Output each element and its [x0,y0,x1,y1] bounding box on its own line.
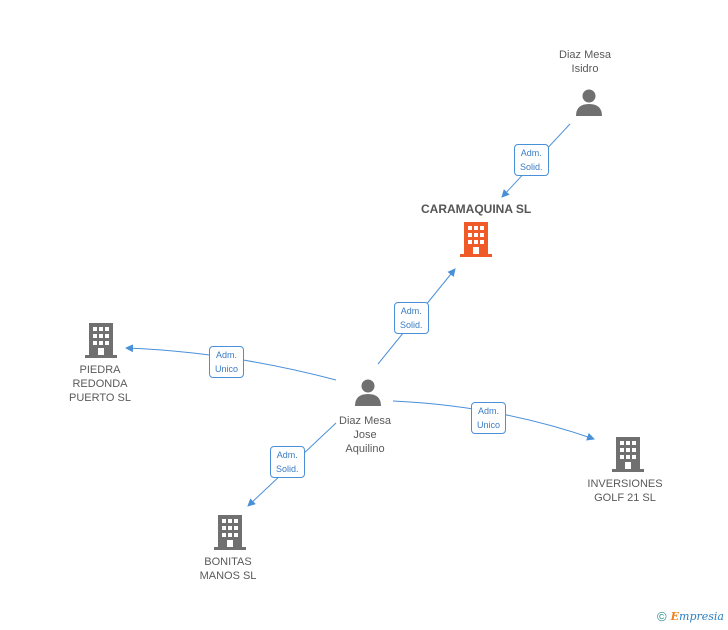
node-label-line: MANOS SL [199,570,257,582]
node-label-jose[interactable]: Diaz Mesa Jose Aquilino [320,414,410,456]
edge-label-line: Solid. [276,464,299,474]
focus-company-label[interactable]: CARAMAQUINA SL [421,202,532,216]
node-label-isidro[interactable]: Diaz Mesa Isidro [540,48,630,76]
node-label-piedra[interactable]: PIEDRA REDONDA PUERTO SL [55,363,145,405]
brand-logo: Empresia [671,610,724,623]
node-label-line: Aquilino [345,443,385,455]
edge-label-line: Solid. [520,162,543,172]
brand-rest: mpresia [679,610,724,623]
node-label-bonitas[interactable]: BONITAS MANOS SL [183,555,273,583]
brand-initial: E [670,610,680,623]
building-icon [85,323,117,358]
person-icon [355,379,381,406]
edge-label-line: Adm. [478,406,500,416]
node-label-line: INVERSIONES [587,478,663,490]
edge-label-line: Adm. [216,350,238,360]
node-label-line: Diaz Mesa [559,49,611,61]
node-label-line: Diaz Mesa [339,415,391,427]
node-label-inversiones[interactable]: INVERSIONES GOLF 21 SL [580,477,670,505]
edge-label-line: Unico [477,420,501,430]
edge-label-jose-bonitas: Adm. Solid. [270,446,305,478]
node-label-line: PUERTO SL [69,392,131,404]
building-icon [612,437,644,472]
node-label-line: Isidro [571,63,599,75]
edge-label-line: Solid. [400,320,423,330]
footer-brand[interactable]: © Empresia [657,609,724,624]
edge-label-jose-caramaquina: Adm. Solid. [394,302,429,334]
building-icon [214,515,246,550]
edge-label-isidro-caramaquina: Adm. Solid. [514,144,549,176]
edge-label-line: Adm. [276,450,298,460]
copyright-icon: © [657,609,667,624]
edge-label-line: Adm. [400,306,422,316]
building-icon [460,222,492,257]
person-icon [576,89,602,116]
node-label-line: PIEDRA [79,364,121,376]
node-label-line: BONITAS [204,556,252,568]
edge-label-jose-inversiones: Adm. Unico [471,402,507,434]
node-label-line: GOLF 21 SL [594,492,656,504]
node-label-line: Jose [353,429,377,441]
edge-label-line: Unico [215,364,239,374]
edge-label-line: Adm. [520,148,542,158]
edge-label-jose-piedra: Adm. Unico [209,346,245,378]
node-label-line: REDONDA [72,378,128,390]
